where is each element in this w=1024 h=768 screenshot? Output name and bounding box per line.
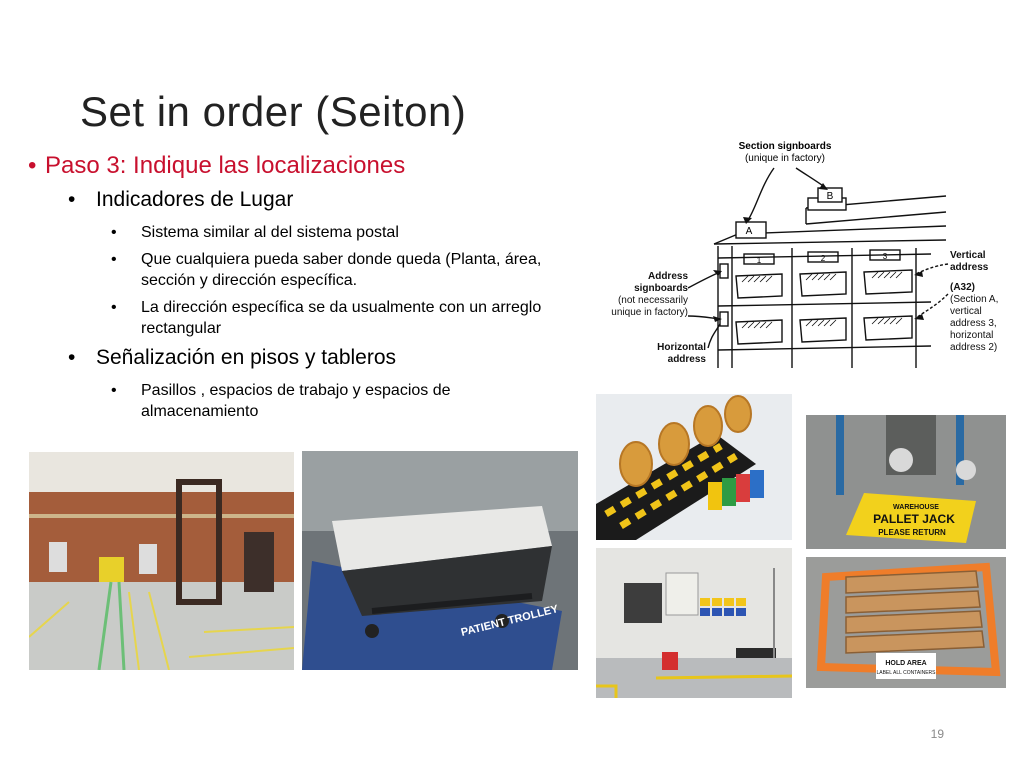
pallet-jack-sign-line3: PLEASE RETURN — [878, 528, 946, 537]
bullet-level2-text: Indicadores de Lugar — [96, 188, 294, 211]
bullet-level3-item: • Pasillos , espacios de trabajo y espac… — [111, 380, 561, 422]
bullet-dot: • — [111, 251, 117, 268]
slide-title: Set in order (Seiton) — [80, 88, 467, 135]
bullet-level1-text: Paso 3: Indique las localizaciones — [45, 152, 406, 179]
bullet-level2-text: Señalización en pisos y tableros — [96, 346, 397, 369]
hold-area-photo: HOLD AREA LABEL ALL CONTAINERS — [806, 557, 1006, 688]
bullet-level2-indicadores: • Indicadores de Lugar — [68, 188, 294, 212]
diagram-col-1: 1 — [757, 256, 762, 265]
diagram-col-2: 2 — [821, 254, 826, 263]
diagram-sign-b: B — [827, 191, 834, 202]
bullet-level3-item: • Sistema similar al del sistema postal — [111, 222, 561, 243]
hold-area-sub: LABEL ALL CONTAINERS — [876, 670, 936, 676]
diagram-section-signboards-note: (unique in factory) — [745, 153, 825, 164]
diagram-a32-note: (Section A, vertical address 3, horizont… — [950, 294, 999, 353]
bullet-dot: • — [68, 346, 76, 369]
bullet-level3-item: • Que cualquiera pueda saber donde queda… — [111, 249, 561, 291]
bullet-dot: • — [68, 188, 76, 211]
diagram-vertical-address-label: Vertical address — [950, 250, 989, 273]
bullet-dot: • — [28, 152, 37, 179]
page-number: 19 — [930, 727, 944, 741]
tool-board-photo — [596, 548, 792, 698]
floor-tape-photo — [596, 394, 792, 540]
bullet-dot: • — [111, 382, 117, 399]
pallet-jack-sign-line2: PALLET JACK — [873, 512, 955, 526]
diagram-address-signboards-note: (not necessarily unique in factory) — [611, 295, 688, 318]
pallet-jack-sign-line1: WAREHOUSE — [893, 504, 939, 511]
bullet-level3-text: Que cualquiera pueda saber donde queda (… — [141, 251, 542, 289]
bullet-level3-item: • La dirección específica se da usualmen… — [111, 297, 561, 339]
bullet-level3-text: La dirección específica se da usualmente… — [141, 299, 542, 337]
bullet-dot: • — [111, 299, 117, 316]
diagram-col-3: 3 — [883, 252, 888, 261]
diagram-address-signboards-label: Address signboards — [634, 271, 688, 294]
bullet-level2-senalizacion: • Señalización en pisos y tableros — [68, 346, 397, 370]
factory-floor-photo — [29, 452, 294, 670]
diagram-section-signboards-label: Section signboards — [739, 141, 832, 152]
patient-trolley-photo: PATIENT TROLLEY — [302, 451, 578, 670]
hold-area-label: HOLD AREA — [885, 660, 926, 667]
bullet-level3-text: Pasillos , espacios de trabajo y espacio… — [141, 382, 451, 420]
bullet-level3-text: Sistema similar al del sistema postal — [141, 224, 399, 241]
pallet-jack-sign-photo: WAREHOUSE PALLET JACK PLEASE RETURN — [806, 415, 1006, 549]
diagram-a32-label: (A32) — [950, 282, 976, 293]
location-address-diagram: Section signboards (unique in factory) A… — [611, 141, 999, 368]
diagram-horizontal-address-label: Horizontal address — [657, 342, 706, 365]
diagram-sign-a: A — [746, 226, 753, 237]
bullet-dot: • — [111, 224, 117, 241]
